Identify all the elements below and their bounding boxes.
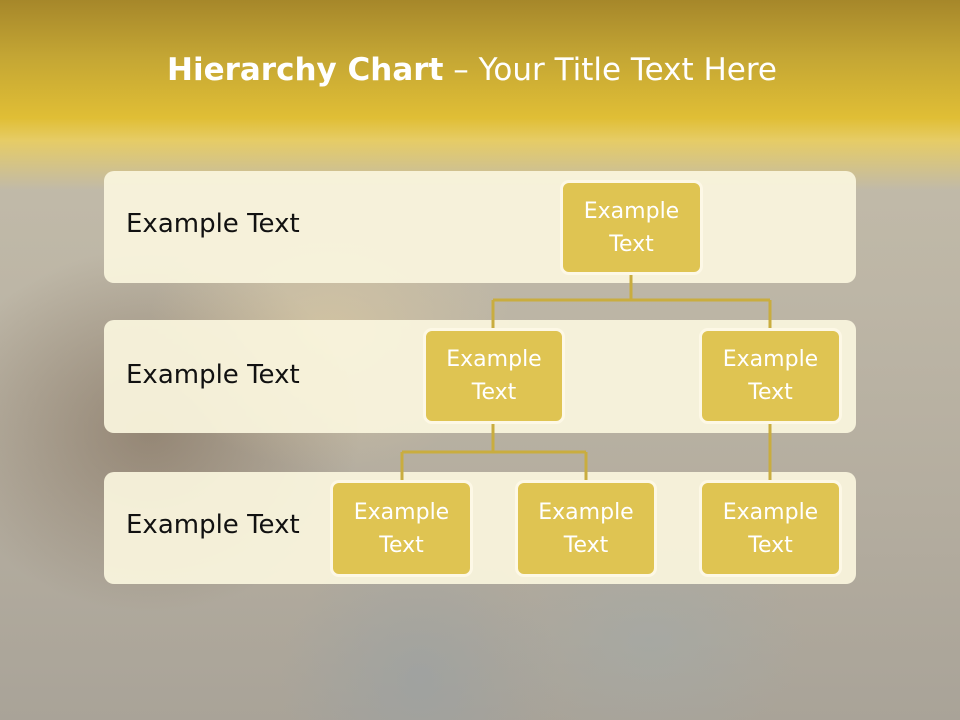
connector-root-to-level2 bbox=[491, 273, 772, 330]
node-root-label: Example Text bbox=[583, 198, 680, 257]
node-level3-b-label: Example Text bbox=[538, 499, 634, 558]
slide-title-rest: – Your Title Text Here bbox=[443, 52, 777, 88]
node-level3-a-label: Example Text bbox=[353, 499, 450, 558]
row-label-2: Example Text bbox=[126, 360, 300, 390]
node-level2-right: Example Text bbox=[699, 328, 842, 424]
slide-title: Hierarchy Chart – Your Title Text Here bbox=[0, 52, 944, 88]
node-level3-b: Example Text bbox=[515, 480, 657, 577]
node-level2-left-label: Example Text bbox=[446, 347, 542, 405]
node-level3-c-label: Example Text bbox=[722, 499, 819, 558]
node-level2-left: Example Text bbox=[423, 328, 565, 424]
node-level2-right-label: Example Text bbox=[722, 347, 819, 405]
node-root: Example Text bbox=[560, 180, 703, 275]
node-level3-c: Example Text bbox=[699, 480, 842, 577]
row-band-1: Example Text bbox=[104, 171, 856, 283]
row-label-3: Example Text bbox=[126, 510, 300, 540]
row-label-1: Example Text bbox=[126, 209, 300, 239]
node-level3-a: Example Text bbox=[330, 480, 473, 577]
connector-left-to-level3 bbox=[400, 422, 588, 482]
slide-title-bold: Hierarchy Chart bbox=[167, 52, 444, 88]
title-bar bbox=[0, 0, 960, 190]
